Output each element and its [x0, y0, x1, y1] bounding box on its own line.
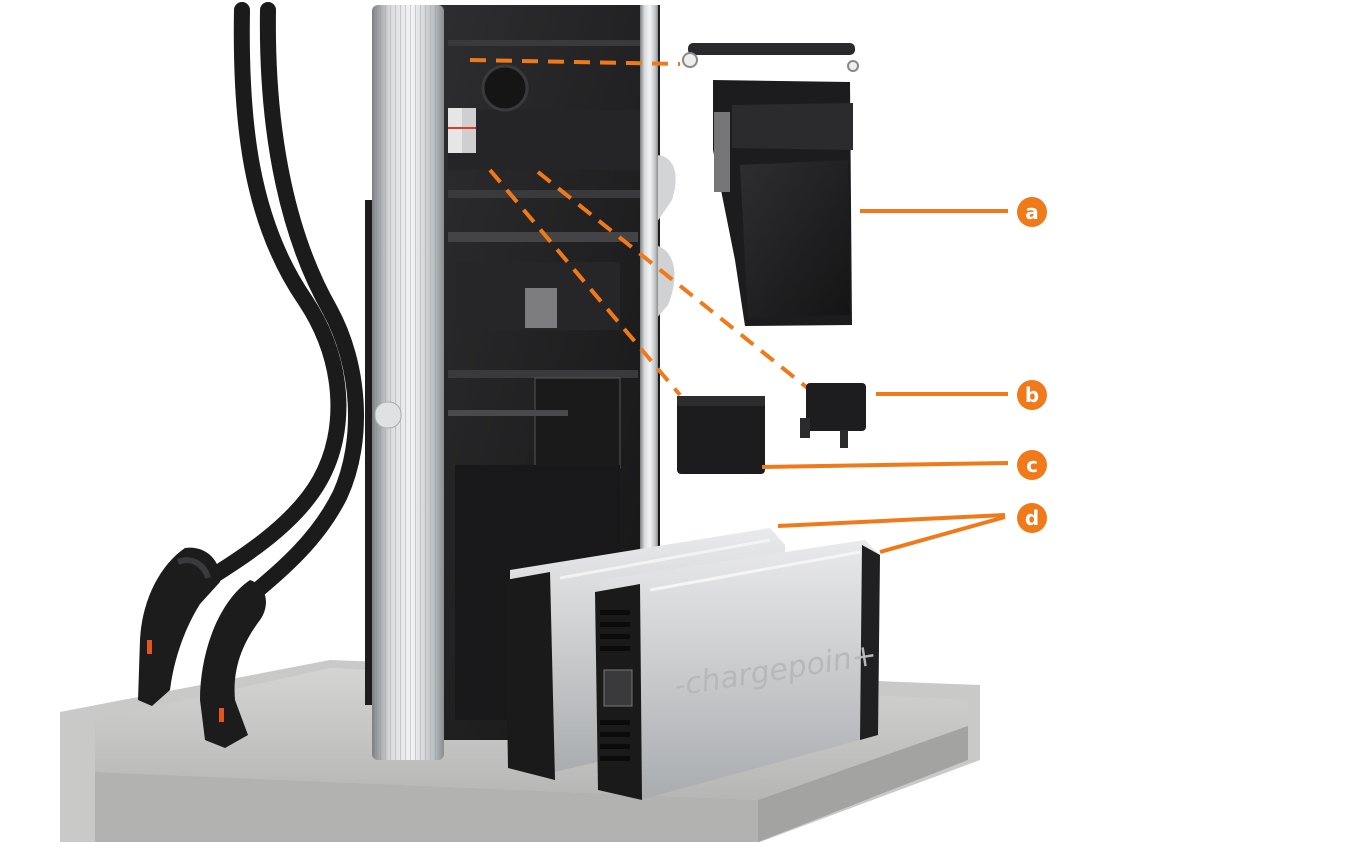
callout-a: a — [1017, 197, 1047, 227]
connector-handle-left — [138, 547, 221, 706]
component-d-power-module-front: -chargepoin+ — [595, 540, 880, 800]
callout-leader-lines — [761, 209, 1009, 554]
component-b-module — [800, 383, 866, 448]
callout-c: c — [1017, 450, 1047, 480]
assembly-guide-lines — [469, 58, 812, 397]
callout-b-label: b — [1025, 383, 1039, 407]
charging-cables — [182, 2, 364, 613]
callout-a-label: a — [1025, 200, 1039, 224]
callout-d: d — [1017, 503, 1047, 533]
aluminium-column — [372, 5, 444, 760]
callout-c-label: c — [1026, 453, 1038, 477]
side-mounts — [655, 155, 676, 320]
power-module-vents — [600, 610, 630, 761]
component-c-module — [677, 396, 765, 474]
connector-handle-right — [200, 580, 266, 748]
callout-d-label: d — [1025, 506, 1039, 530]
callout-b: b — [1017, 380, 1047, 410]
component-a-display-module — [682, 43, 859, 326]
